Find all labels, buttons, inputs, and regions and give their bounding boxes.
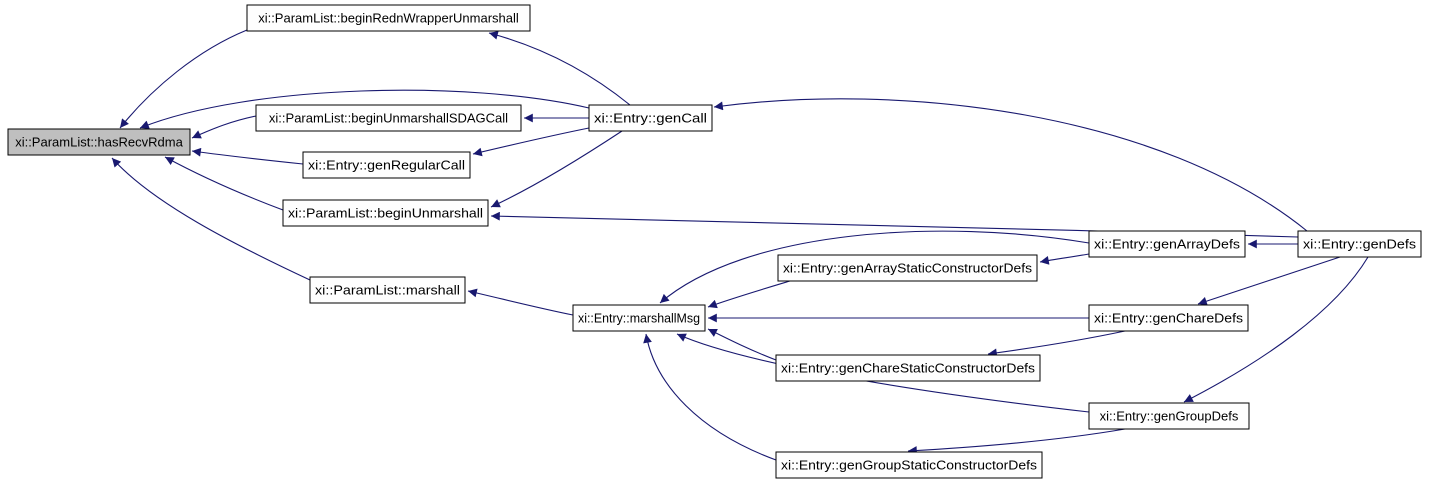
edge-beginUnmarshallSDAGCall-to-hasRecvRdma — [191, 115, 257, 139]
node-box-beginRednWrapperUnmarshall[interactable] — [246, 4, 531, 32]
node-label-genChareStaticConstructorDefs: xi::Entry::genChareStaticConstructorDefs — [781, 360, 1036, 375]
node-beginRednWrapperUnmarshall[interactable]: xi::ParamList::beginRednWrapperUnmarshal… — [246, 4, 531, 32]
edge-genCall-to-genRegularCall — [472, 127, 590, 157]
node-box-genDefs[interactable] — [1297, 230, 1422, 258]
node-beginUnmarshallSDAGCall[interactable]: xi::ParamList::beginUnmarshallSDAGCall — [255, 104, 522, 132]
node-label-genCall: xi::Entry::genCall — [594, 110, 707, 125]
node-label-genRegularCall: xi::Entry::genRegularCall — [308, 157, 465, 172]
node-label-genArrayStaticConstructorDefs: xi::Entry::genArrayStaticConstructorDefs — [783, 260, 1033, 275]
node-label-beginUnmarshallSDAGCall: xi::ParamList::beginUnmarshallSDAGCall — [269, 110, 508, 125]
node-genDefs[interactable]: xi::Entry::genDefs — [1297, 230, 1422, 258]
edge-marshall-to-hasRecvRdma — [111, 157, 311, 281]
node-box-genRegularCall[interactable] — [302, 151, 471, 179]
node-box-marshall[interactable] — [309, 276, 466, 304]
node-box-genChareStaticConstructorDefs[interactable] — [775, 354, 1041, 382]
node-genArrayStaticConstructorDefs[interactable]: xi::Entry::genArrayStaticConstructorDefs — [777, 254, 1038, 282]
edge-genRegularCall-to-hasRecvRdma — [191, 147, 304, 165]
edge-genArrayDefs-to-genArrayStaticConstructorDefs — [1039, 253, 1090, 265]
node-label-marshall: xi::ParamList::marshall — [315, 282, 460, 297]
node-marshallMsg[interactable]: xi::Entry::marshallMsg — [572, 304, 706, 332]
node-label-genGroupDefs: xi::Entry::genGroupDefs — [1100, 408, 1239, 423]
node-genArrayDefs[interactable]: xi::Entry::genArrayDefs — [1088, 230, 1246, 258]
node-genGroupDefs[interactable]: xi::Entry::genGroupDefs — [1088, 402, 1250, 430]
node-box-genArrayDefs[interactable] — [1088, 230, 1246, 258]
edge-genDefs-to-genGroupDefs — [1183, 256, 1369, 403]
node-hasRecvRdma: xi::ParamList::hasRecvRdma — [7, 128, 191, 156]
edge-genCall-to-beginUnmarshall — [490, 130, 623, 208]
node-box-hasRecvRdma — [7, 128, 191, 156]
node-label-beginRednWrapperUnmarshall: xi::ParamList::beginRednWrapperUnmarshal… — [258, 10, 519, 25]
node-genChareDefs[interactable]: xi::Entry::genChareDefs — [1088, 304, 1249, 332]
edge-marshallMsg-to-marshall — [467, 288, 574, 316]
edge-genChareStaticConstructorDefs-to-marshallMsg — [707, 328, 777, 361]
node-genRegularCall[interactable]: xi::Entry::genRegularCall — [302, 151, 471, 179]
edge-genCall-to-hasRecvRdma — [139, 89, 590, 129]
node-box-genGroupStaticConstructorDefs[interactable] — [775, 451, 1043, 479]
node-box-genGroupDefs[interactable] — [1088, 402, 1250, 430]
nodes-layer: xi::ParamList::hasRecvRdmaxi::ParamList:… — [7, 4, 1422, 479]
edge-beginRednWrapperUnmarshall-to-hasRecvRdma — [119, 29, 248, 129]
node-box-beginUnmarshall[interactable] — [282, 199, 489, 227]
edge-genArrayDefs-to-marshallMsg — [659, 230, 1090, 304]
node-box-marshallMsg[interactable] — [572, 304, 706, 332]
node-label-genArrayDefs: xi::Entry::genArrayDefs — [1094, 236, 1241, 251]
edge-genGroupDefs-to-genGroupStaticConstructorDefs — [907, 428, 1126, 455]
node-box-genChareDefs[interactable] — [1088, 304, 1249, 332]
edge-beginUnmarshall-to-hasRecvRdma — [164, 156, 284, 211]
node-label-hasRecvRdma: xi::ParamList::hasRecvRdma — [15, 134, 183, 149]
node-beginUnmarshall[interactable]: xi::ParamList::beginUnmarshall — [282, 199, 489, 227]
node-label-marshallMsg: xi::Entry::marshallMsg — [578, 310, 700, 325]
edge-genChareDefs-to-genChareStaticConstructorDefs — [987, 330, 1126, 358]
node-box-genCall[interactable] — [588, 104, 713, 132]
node-label-genDefs: xi::Entry::genDefs — [1303, 236, 1417, 251]
node-genGroupStaticConstructorDefs[interactable]: xi::Entry::genGroupStaticConstructorDefs — [775, 451, 1043, 479]
edge-genDefs-to-genCall — [713, 98, 1308, 232]
edge-genCall-to-beginRednWrapperUnmarshall — [488, 30, 631, 106]
node-label-genChareDefs: xi::Entry::genChareDefs — [1094, 310, 1244, 325]
node-box-genArrayStaticConstructorDefs[interactable] — [777, 254, 1038, 282]
node-genChareStaticConstructorDefs[interactable]: xi::Entry::genChareStaticConstructorDefs — [775, 354, 1041, 382]
node-label-genGroupStaticConstructorDefs: xi::Entry::genGroupStaticConstructorDefs — [781, 457, 1038, 472]
edge-genGroupStaticConstructorDefs-to-marshallMsg — [643, 333, 777, 461]
node-genCall[interactable]: xi::Entry::genCall — [588, 104, 713, 132]
node-box-beginUnmarshallSDAGCall[interactable] — [255, 104, 522, 132]
node-marshall[interactable]: xi::ParamList::marshall — [309, 276, 466, 304]
edge-genArrayStaticConstructorDefs-to-marshallMsg — [707, 280, 791, 309]
edge-genDefs-to-genChareDefs — [1197, 256, 1341, 306]
node-label-beginUnmarshall: xi::ParamList::beginUnmarshall — [288, 205, 483, 220]
